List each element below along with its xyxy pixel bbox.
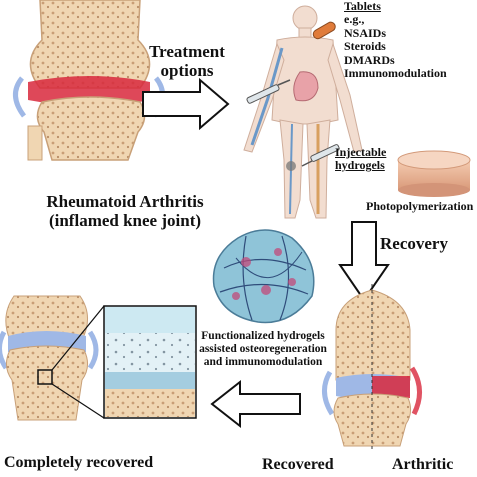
zoom-line-top (51, 305, 105, 371)
hydrogel-disk-illustration (397, 150, 471, 197)
functionalized-hydrogels-label: Functionalized hydrogels assisted osteor… (178, 330, 348, 369)
recovery-label: Recovery (380, 234, 448, 253)
arm-vessel (250, 47, 284, 146)
inflamed-knee-spot (286, 161, 296, 171)
left-arrow-regeneration (210, 379, 301, 429)
functional-line3: and immunomodulation (203, 355, 323, 368)
stomach-illustration (293, 71, 319, 102)
functionalized-hydrogel-illustration (212, 229, 315, 324)
zoom-line-bottom (51, 383, 105, 419)
rheumatoid-arthritis-label: Rheumatoid Arthritis (inflamed knee join… (10, 192, 240, 230)
syringe-arm (246, 79, 291, 104)
injectable-line1: Injectable (335, 145, 387, 159)
tablets-item: Immunomodulation (344, 66, 447, 81)
tablets-item: DMARDs (344, 52, 395, 67)
pill-capsule-icon (312, 21, 336, 40)
completely-recovered-label: Completely recovered (4, 454, 154, 471)
treatment-line2: options (160, 61, 214, 81)
treatment-options-label: Treatment options (142, 42, 232, 80)
tablets-title: Tablets (344, 0, 381, 13)
syringe-knee (301, 144, 340, 167)
split-knee-illustration (322, 284, 422, 452)
tablets-list: Tablets e.g., NSAIDs Steroids DMARDs Imm… (344, 0, 447, 81)
down-arrow-recovery (338, 221, 390, 302)
tablets-item: Steroids (344, 39, 386, 54)
treatment-line1: Treatment (149, 42, 225, 61)
zoomed-tissue-panel (103, 305, 197, 419)
arthritic-label: Arthritic (392, 456, 454, 473)
photopolymerization-label: Photopolymerization (366, 199, 474, 213)
injectable-hydrogels-label: Injectable hydrogels (335, 145, 387, 173)
healthy-knee-illustration (0, 295, 99, 421)
inflamed-knee-illustration (13, 0, 165, 161)
right-arrow-treatment (142, 77, 230, 131)
recovered-label: Recovered (262, 456, 334, 473)
functional-line2: assisted osteoregeneration (199, 342, 327, 355)
injectable-line2: hydrogels (335, 158, 385, 173)
tablets-item: e.g., (344, 12, 365, 27)
ra-line2: (inflamed knee joint) (48, 211, 202, 231)
functional-line1: Functionalized hydrogels (201, 330, 325, 342)
ra-line1: Rheumatoid Arthritis (46, 192, 204, 211)
tablets-item: NSAIDs (344, 25, 387, 40)
